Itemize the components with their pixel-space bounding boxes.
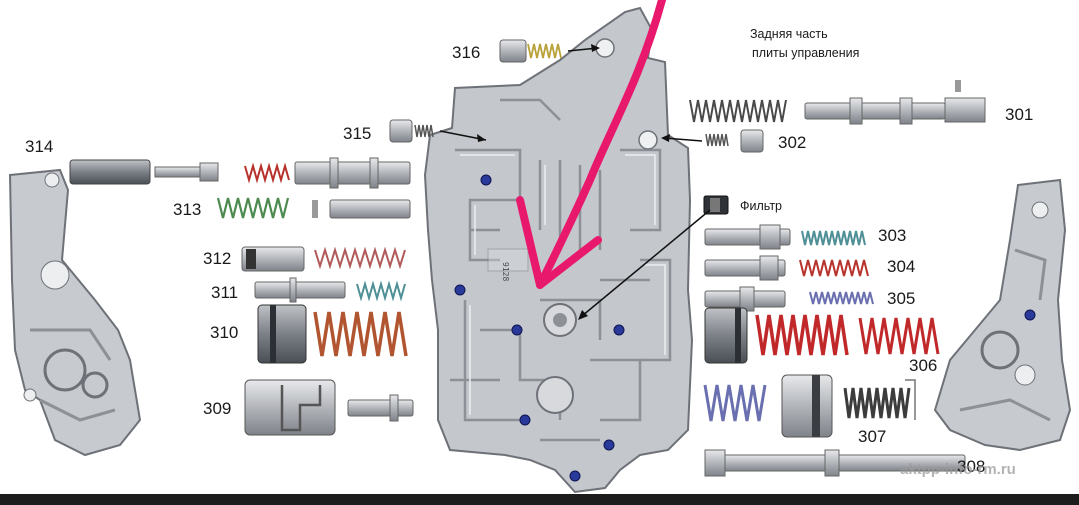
part-305 <box>704 286 874 312</box>
part-313 <box>216 197 411 219</box>
bolt-group <box>454 174 625 482</box>
bolt <box>603 439 615 451</box>
part-302 <box>661 129 764 153</box>
part-311 <box>254 277 406 303</box>
filter-label: Фильтр <box>740 199 782 213</box>
part-301 <box>689 80 986 125</box>
label-302: 302 <box>778 133 806 152</box>
part-304 <box>704 255 869 281</box>
label-309: 309 <box>203 399 231 418</box>
label-313: 313 <box>173 200 201 219</box>
label-311: 311 <box>211 283 238 302</box>
part-312 <box>241 246 406 272</box>
part-306 <box>704 307 940 364</box>
label-316: 316 <box>452 43 480 62</box>
part-310 <box>257 304 408 364</box>
label-312: 312 <box>203 249 231 268</box>
bolt <box>519 414 531 426</box>
pink-annotation-arrow <box>516 0 666 289</box>
label-314: 314 <box>25 137 53 156</box>
title-line-1: Задняя часть <box>750 27 828 41</box>
label-310: 310 <box>210 323 238 342</box>
part-303 <box>704 224 866 250</box>
label-301: 301 <box>1005 105 1033 124</box>
plate-stamp: 9128 <box>501 262 510 281</box>
part-307 <box>703 374 916 438</box>
label-303: 303 <box>878 226 906 245</box>
part-314 <box>69 157 411 189</box>
bolt <box>613 324 625 336</box>
label-305: 305 <box>887 289 915 308</box>
left-plate <box>8 168 142 457</box>
label-307: 307 <box>858 427 886 446</box>
filter-part <box>578 195 729 320</box>
label-306: 306 <box>909 356 937 375</box>
part-316 <box>499 39 600 63</box>
label-304: 304 <box>887 257 915 276</box>
part-315 <box>389 119 487 143</box>
bottom-border <box>0 494 1079 505</box>
label-308: 308 <box>957 457 985 476</box>
label-315: 315 <box>343 124 371 143</box>
bolt <box>511 324 523 336</box>
right-plate <box>933 178 1072 452</box>
watermark: aktpp-info-rm.ru <box>900 461 1016 478</box>
part-308 <box>704 449 966 477</box>
bolt <box>569 470 581 482</box>
bolt <box>454 284 466 296</box>
bolt <box>480 174 492 186</box>
title-line-2: плиты управления <box>752 46 859 60</box>
part-309 <box>244 379 414 436</box>
